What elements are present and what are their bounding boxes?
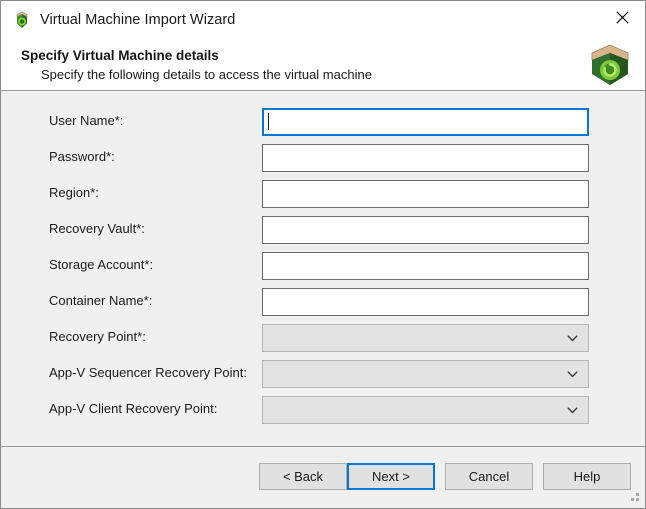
dropdown-appv-client-recovery-point [262,396,589,424]
title-bar: Virtual Machine Import Wizard [1,1,645,38]
control-user-name [262,108,589,136]
close-button[interactable] [599,1,645,34]
label-container-name: Container Name*: [49,293,153,308]
field-row-recovery-vault: Recovery Vault*: [1,216,645,244]
back-button[interactable]: < Back [259,463,347,490]
next-button[interactable]: Next > [347,463,435,490]
label-appv-client-recovery-point: App-V Client Recovery Point: [49,401,218,416]
input-container-name[interactable] [262,288,589,316]
label-user-name: User Name*: [49,113,124,128]
field-row-container-name: Container Name*: [1,288,645,316]
control-region [262,180,589,208]
button-bar: < Back Next > Cancel Help [1,448,645,508]
form-panel: User Name*: Password*: Region*: Recovery Va… [1,91,645,447]
input-password[interactable] [262,144,589,172]
label-recovery-point: Recovery Point*: [49,329,146,344]
window-title: Virtual Machine Import Wizard [40,11,236,28]
chevron-down-icon [567,335,578,342]
field-row-region: Region*: [1,180,645,208]
control-appv-sequencer-recovery-point [262,360,589,388]
label-password: Password*: [49,149,115,164]
label-region: Region*: [49,185,99,200]
label-recovery-vault: Recovery Vault*: [49,221,145,236]
control-recovery-point [262,324,589,352]
control-storage-account [262,252,589,280]
resize-grip[interactable] [626,490,641,505]
control-container-name [262,288,589,316]
help-button[interactable]: Help [543,463,631,490]
control-appv-client-recovery-point [262,396,589,424]
field-row-appv-client-recovery-point: App-V Client Recovery Point: [1,396,645,424]
wizard-header: Specify Virtual Machine details Specify … [1,38,645,91]
field-row-storage-account: Storage Account*: [1,252,645,280]
vm-import-cube-icon [591,44,629,85]
page-title: Specify Virtual Machine details [21,48,219,63]
input-user-name[interactable] [262,108,589,136]
dropdown-recovery-point [262,324,589,352]
input-region[interactable] [262,180,589,208]
page-subtitle: Specify the following details to access … [41,67,372,82]
field-row-appv-sequencer-recovery-point: App-V Sequencer Recovery Point: [1,360,645,388]
vm-cube-icon [16,11,28,28]
field-row-user-name: User Name*: [1,108,645,136]
field-row-password: Password*: [1,144,645,172]
chevron-down-icon [567,407,578,414]
close-icon [615,11,629,24]
control-password [262,144,589,172]
cancel-button[interactable]: Cancel [445,463,533,490]
text-caret [268,113,269,130]
input-recovery-vault[interactable] [262,216,589,244]
input-storage-account[interactable] [262,252,589,280]
control-recovery-vault [262,216,589,244]
dropdown-appv-sequencer-recovery-point [262,360,589,388]
chevron-down-icon [567,371,578,378]
field-row-recovery-point: Recovery Point*: [1,324,645,352]
label-appv-sequencer-recovery-point: App-V Sequencer Recovery Point: [49,365,247,380]
label-storage-account: Storage Account*: [49,257,154,272]
